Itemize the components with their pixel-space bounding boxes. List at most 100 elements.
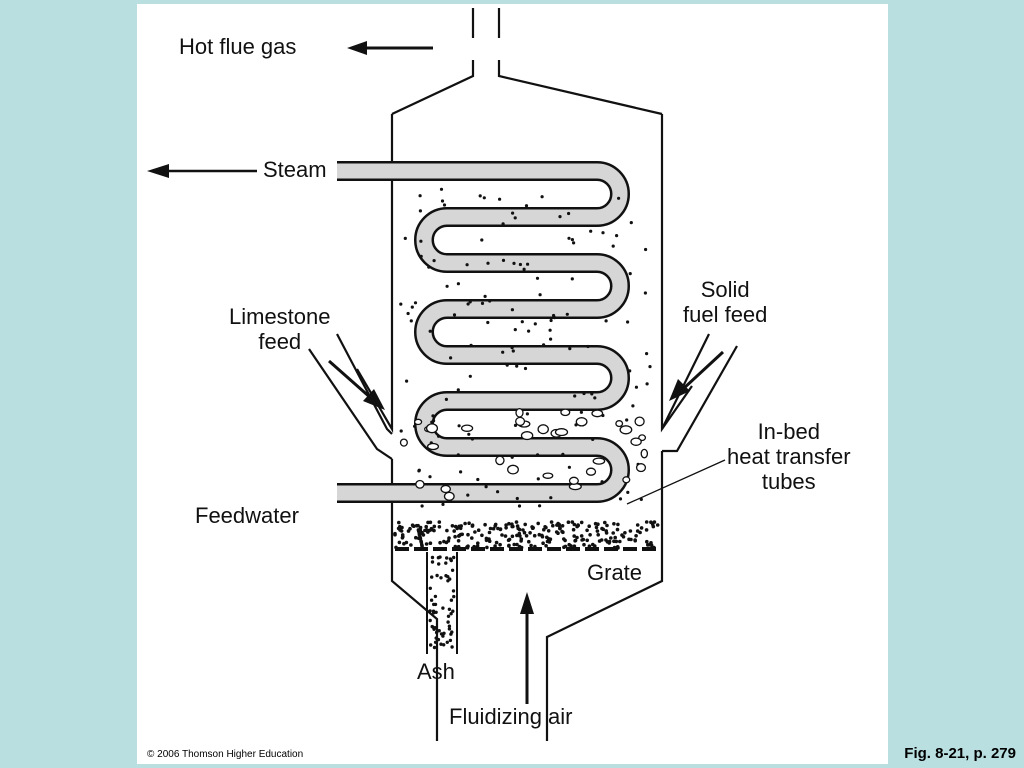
bed-particle — [517, 504, 522, 508]
settled-particle — [416, 536, 421, 541]
settled-particle — [438, 540, 442, 545]
settled-particle — [519, 537, 524, 541]
bed-particle — [552, 313, 556, 318]
settled-particle — [579, 534, 584, 538]
settled-particle — [471, 546, 475, 550]
settled-particle — [493, 524, 498, 528]
settled-particle — [457, 534, 461, 538]
settled-particle — [487, 530, 492, 535]
bed-particle — [476, 477, 480, 482]
settled-particle — [485, 545, 489, 550]
settled-particle — [494, 540, 499, 545]
fuel-chunk — [443, 491, 455, 501]
bed-particle — [538, 293, 542, 297]
bed-particle — [625, 418, 629, 422]
bed-particle — [518, 262, 522, 267]
settled-particle — [455, 526, 460, 531]
settled-particle — [533, 544, 537, 549]
fuel-chunk — [575, 417, 588, 427]
fuel-chunk — [426, 442, 440, 451]
settled-particle — [649, 520, 653, 524]
settled-particle — [566, 520, 571, 524]
settled-particle — [530, 525, 534, 529]
settled-particle — [467, 521, 471, 525]
bed-particle — [419, 239, 423, 243]
settled-particle — [442, 539, 446, 544]
settled-particle — [515, 542, 519, 547]
bed-particle — [484, 485, 488, 489]
settled-particle — [473, 530, 477, 534]
bed-particle — [513, 423, 518, 427]
bed-particle — [406, 311, 410, 316]
settled-particle — [521, 528, 525, 532]
settled-particle — [429, 526, 434, 531]
settled-particle — [633, 538, 637, 543]
settled-particle — [532, 533, 537, 538]
ash-particle — [452, 594, 456, 599]
settled-particle — [601, 527, 605, 532]
settled-particle — [572, 522, 577, 527]
settled-particle — [445, 528, 449, 533]
bed-particle — [513, 328, 517, 332]
settled-particle — [563, 538, 567, 543]
fuel-chunk — [568, 476, 579, 485]
bed-particle — [432, 259, 436, 263]
settled-particle — [500, 533, 504, 537]
settled-particle — [507, 544, 511, 548]
bed-particle — [457, 424, 461, 428]
settled-particle — [572, 534, 576, 538]
ash-particle — [437, 629, 441, 633]
settled-particle — [604, 531, 609, 535]
settled-particle — [487, 537, 491, 541]
solid-fuel-feed-label: Solid fuel feed — [683, 277, 768, 327]
ash-particle — [430, 555, 435, 560]
settled-particle — [475, 544, 480, 548]
bed-particle — [629, 221, 633, 225]
ash-particle — [449, 598, 454, 602]
settled-particle — [456, 539, 461, 543]
bed-particle — [593, 396, 597, 400]
settled-particle — [463, 521, 467, 526]
settled-particle — [400, 525, 404, 530]
bed-particle — [403, 236, 407, 240]
settled-particle — [576, 523, 580, 527]
settled-particle — [402, 541, 406, 546]
bed-particle — [591, 437, 595, 441]
ash-particle — [429, 643, 433, 647]
bed-particle — [533, 322, 537, 326]
bed-particle — [570, 277, 574, 281]
settled-particle — [558, 526, 562, 531]
bed-particle — [442, 203, 447, 207]
settled-particle — [459, 524, 464, 528]
settled-particle — [635, 523, 640, 527]
bed-particle — [626, 490, 630, 494]
settled-particle — [635, 529, 640, 533]
settled-particle — [498, 542, 502, 547]
steam-label: Steam — [263, 157, 327, 182]
bed-particle — [418, 209, 422, 213]
bed-particle — [449, 356, 453, 360]
bed-particle — [483, 294, 487, 298]
ash-particle — [439, 642, 443, 646]
settled-particle — [510, 524, 514, 529]
settled-particle — [620, 533, 624, 537]
settled-particle — [536, 521, 540, 526]
ash-particle — [433, 640, 438, 644]
fuel-chunks — [399, 407, 649, 501]
bed-particle — [482, 196, 486, 200]
settled-particle — [409, 543, 413, 547]
bed-particle — [432, 419, 436, 423]
ash-particle — [448, 638, 453, 643]
ash-particle — [436, 637, 441, 642]
settled-particle — [414, 523, 419, 528]
settled-particle — [615, 527, 620, 532]
settled-particle — [452, 529, 457, 533]
settled-particle — [563, 544, 568, 549]
fuel-chute — [661, 333, 738, 453]
bed-particle — [431, 414, 435, 418]
ash-particle — [432, 602, 436, 607]
settled-particle — [546, 529, 551, 533]
bed-particle — [549, 496, 553, 500]
settled-particle — [424, 542, 429, 546]
settled-particle — [503, 534, 508, 538]
